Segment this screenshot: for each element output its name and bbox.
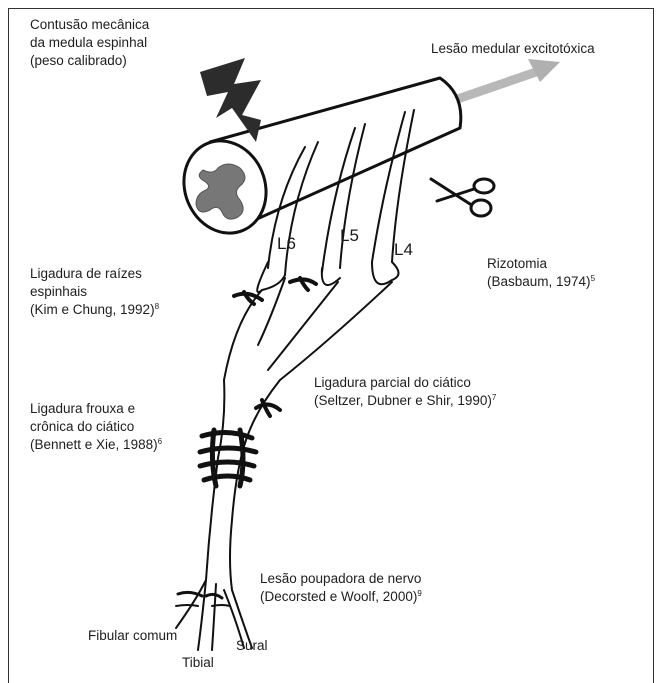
nerve-tibial-label: Tibial — [182, 654, 214, 672]
loose-ligatures — [200, 430, 256, 486]
spared-nerve-label: Lesão poupadora de nervo (Decorsted e Wo… — [260, 570, 422, 606]
loose-ligation-label: Ligadura frouxa e crônica do ciático (Be… — [30, 400, 162, 454]
nerve-sural-label: Sural — [236, 637, 268, 655]
root-l6-label: L6 — [277, 234, 296, 254]
contusion-label: Contusão mecânica da medula espinhal (pe… — [30, 16, 149, 70]
root-ligature-l5 — [290, 278, 316, 290]
excitotoxic-label: Lesão medular excitotóxica — [431, 40, 595, 58]
partial-sciatic-ligature — [256, 400, 280, 416]
rhizotomy-scissors-icon — [431, 179, 494, 216]
spinal-cord — [170, 78, 461, 246]
contusion-lightning-icon — [200, 58, 261, 142]
root-ligation-label: Ligadura de raízes espinhais (Kim e Chun… — [30, 265, 159, 319]
nerve-fibular-label: Fibular comum — [88, 627, 177, 645]
root-l5-label: L5 — [340, 226, 359, 246]
root-l4-label: L4 — [394, 240, 413, 260]
rhizotomy-label: Rizotomia (Basbaum, 1974)5 — [487, 255, 595, 291]
partial-sciatic-label: Ligadura parcial do ciático (Seltzer, Du… — [314, 374, 496, 410]
